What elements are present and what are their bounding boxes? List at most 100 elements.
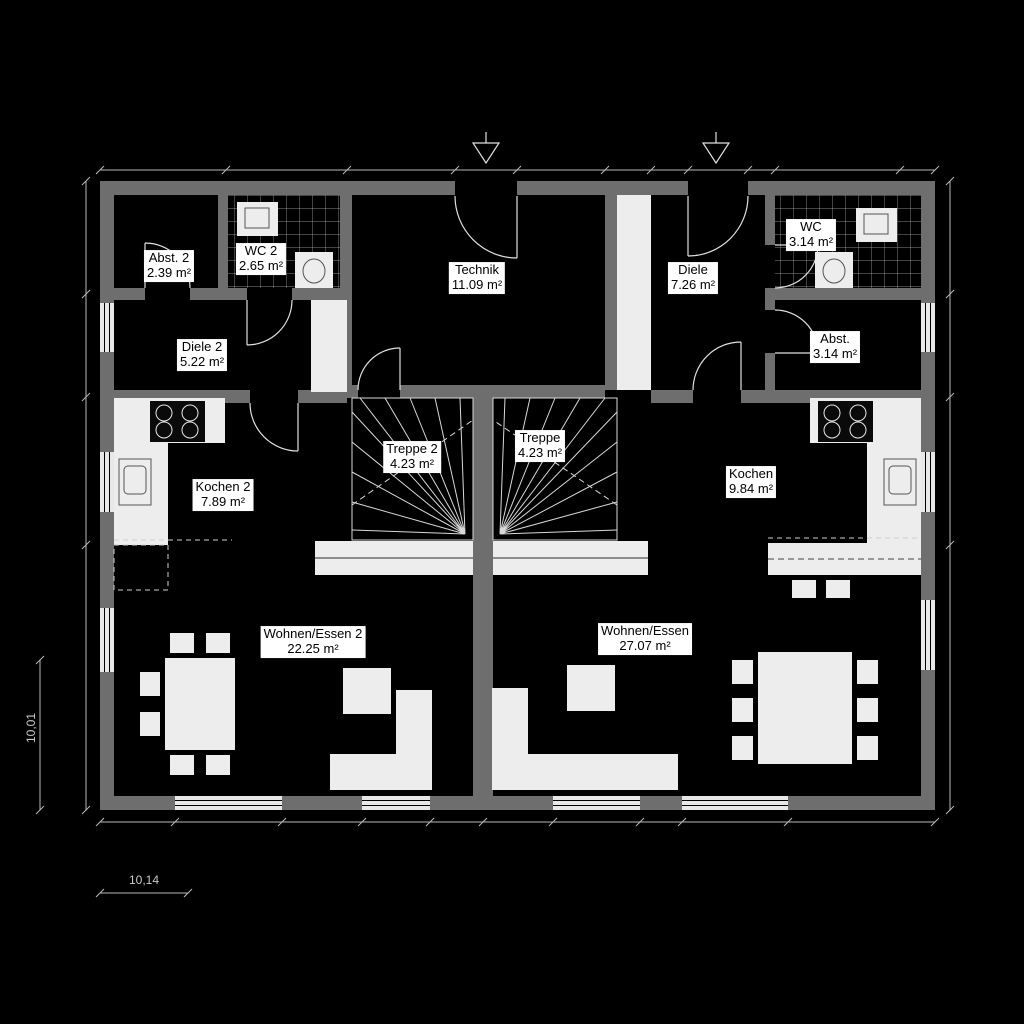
door-technik-inner bbox=[357, 347, 401, 391]
chair bbox=[140, 712, 160, 736]
armchair-left bbox=[343, 668, 391, 714]
room-label-kochen: Kochen 9.84 m² bbox=[725, 466, 777, 498]
room-name: Treppe 2 bbox=[386, 441, 438, 457]
dining-table-right bbox=[758, 652, 852, 764]
window-right-1 bbox=[921, 303, 935, 352]
room-label-diele: Diele 7.26 m² bbox=[667, 262, 719, 294]
sofa-left bbox=[330, 668, 432, 790]
room-label-abst: Abst. 3.14 m² bbox=[809, 331, 861, 363]
room-name: Kochen 2 bbox=[195, 479, 251, 495]
window-right-3 bbox=[921, 600, 935, 670]
counter-right-side bbox=[867, 398, 921, 545]
room-label-diele-2: Diele 2 5.22 m² bbox=[176, 339, 228, 371]
room-label-treppe-2: Treppe 2 4.23 m² bbox=[383, 441, 441, 473]
chair bbox=[857, 660, 878, 684]
upper-cabinets-left bbox=[113, 539, 232, 591]
room-name: WC 2 bbox=[244, 243, 278, 259]
kitchen-right bbox=[768, 398, 921, 598]
room-label-abst-2: Abst. 2 2.39 m² bbox=[143, 250, 195, 282]
room-name: Wohnen/Essen 2 bbox=[263, 626, 363, 642]
room-area: 3.14 m² bbox=[788, 234, 834, 249]
room-name: Treppe bbox=[519, 430, 561, 446]
chair bbox=[857, 736, 878, 760]
chair bbox=[206, 633, 230, 653]
chair bbox=[732, 660, 753, 684]
room-name: Abst. 2 bbox=[148, 250, 190, 266]
room-area: 2.39 m² bbox=[146, 265, 192, 280]
dining-left bbox=[140, 633, 235, 775]
room-area: 3.14 m² bbox=[812, 346, 858, 361]
window-left-2 bbox=[100, 452, 114, 512]
stool bbox=[792, 580, 816, 598]
room-area: 9.84 m² bbox=[728, 481, 774, 496]
chair bbox=[206, 755, 230, 775]
shaft-right bbox=[617, 195, 651, 390]
room-name: Technik bbox=[454, 262, 500, 278]
room-name: WC bbox=[800, 219, 822, 235]
door-diele-hall bbox=[692, 341, 742, 391]
room-name: Wohnen/Essen bbox=[601, 623, 689, 639]
toilet-wc2-icon bbox=[295, 252, 333, 288]
door-diele-entrance bbox=[687, 195, 749, 257]
room-area: 7.89 m² bbox=[200, 494, 246, 509]
sofa-right bbox=[492, 665, 678, 790]
room-label-technik: Technik 11.09 m² bbox=[448, 262, 506, 294]
room-area: 2.65 m² bbox=[238, 258, 284, 273]
chair bbox=[857, 698, 878, 722]
stair-landing-right bbox=[493, 541, 648, 575]
room-label-treppe: Treppe 4.23 m² bbox=[514, 430, 566, 462]
toilet-wc-icon bbox=[815, 252, 853, 288]
room-label-wc-2: WC 2 2.65 m² bbox=[235, 243, 287, 275]
dimension-total-height: 10,01 bbox=[24, 712, 38, 744]
window-left-3 bbox=[100, 608, 114, 672]
shafts bbox=[311, 195, 651, 392]
room-label-wohnen-essen-2: Wohnen/Essen 2 22.25 m² bbox=[260, 626, 366, 658]
sink-left-icon bbox=[118, 458, 152, 506]
room-area: 4.23 m² bbox=[517, 445, 563, 460]
window-bottom-3 bbox=[553, 796, 640, 810]
room-area: 5.22 m² bbox=[179, 354, 225, 369]
room-area: 7.26 m² bbox=[670, 277, 716, 292]
room-area: 22.25 m² bbox=[287, 641, 339, 656]
dimension-total-width: 10,14 bbox=[128, 873, 160, 887]
chair bbox=[140, 672, 160, 696]
window-bottom-1 bbox=[175, 796, 282, 810]
wc-fixtures bbox=[815, 208, 897, 288]
room-area: 4.23 m² bbox=[389, 456, 435, 471]
chair bbox=[170, 633, 194, 653]
entrance-openings bbox=[455, 181, 748, 195]
room-label-kochen-2: Kochen 2 7.89 m² bbox=[192, 479, 254, 511]
stool bbox=[826, 580, 850, 598]
window-bottom-2 bbox=[362, 796, 430, 810]
chair bbox=[170, 755, 194, 775]
room-name: Diele 2 bbox=[181, 339, 223, 355]
room-name: Kochen bbox=[728, 466, 774, 482]
washbasin-wc2-icon bbox=[237, 202, 278, 236]
dining-right bbox=[732, 652, 878, 764]
room-area: 11.09 m² bbox=[451, 277, 503, 292]
stair-landing-left bbox=[315, 541, 473, 575]
dimension-lines bbox=[35, 165, 955, 898]
entrance-arrow-right-icon bbox=[701, 132, 731, 165]
door-technik-entrance bbox=[454, 195, 518, 259]
window-left-1 bbox=[100, 303, 114, 352]
room-label-wc: WC 3.14 m² bbox=[785, 219, 837, 251]
cooktop-right-icon bbox=[818, 401, 873, 442]
room-name: Diele bbox=[678, 262, 708, 278]
chair bbox=[732, 698, 753, 722]
washbasin-wc-icon bbox=[856, 208, 897, 242]
wc2-fixtures bbox=[237, 202, 333, 288]
kitchen-left bbox=[113, 398, 232, 591]
chair bbox=[732, 736, 753, 760]
dining-table-left bbox=[165, 658, 235, 750]
stair-right bbox=[492, 397, 618, 541]
shaft-left bbox=[311, 300, 347, 392]
window-right-2 bbox=[921, 452, 935, 512]
sink-right-icon bbox=[883, 458, 917, 506]
door-kochen2 bbox=[249, 402, 299, 452]
room-name: Abst. bbox=[820, 331, 850, 347]
room-area: 27.07 m² bbox=[619, 638, 671, 653]
armchair-right bbox=[567, 665, 615, 711]
